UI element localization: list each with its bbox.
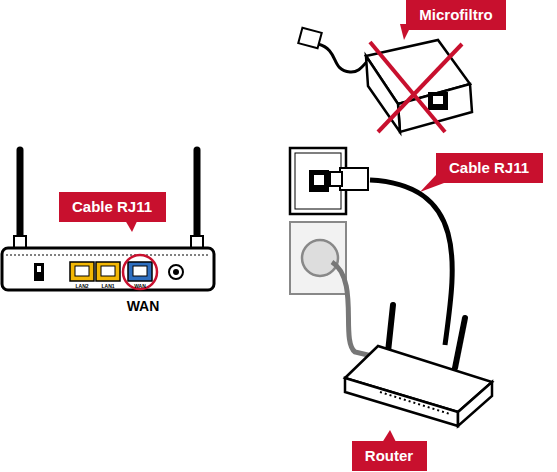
callout-text: Router: [365, 447, 413, 465]
port-name: WAN: [127, 299, 160, 313]
callout-text: Cable RJ11: [72, 198, 152, 216]
port-label: LAN1: [101, 284, 114, 289]
callout-box: Microfiltro: [406, 0, 506, 30]
callout-text: Cable RJ11: [449, 159, 529, 177]
microfilter: [298, 28, 472, 132]
port-label: WAN: [134, 284, 146, 289]
router-back-panel: [2, 150, 214, 290]
wall-sockets: [290, 148, 452, 356]
callout-box: Cable RJ11: [436, 153, 543, 183]
callout-box: Router: [352, 441, 427, 471]
callout-box: Cable RJ11: [59, 192, 166, 222]
callout-text: Microfiltro: [419, 6, 492, 24]
router-illustration: [345, 305, 492, 426]
port-label: LAN2: [75, 284, 88, 289]
